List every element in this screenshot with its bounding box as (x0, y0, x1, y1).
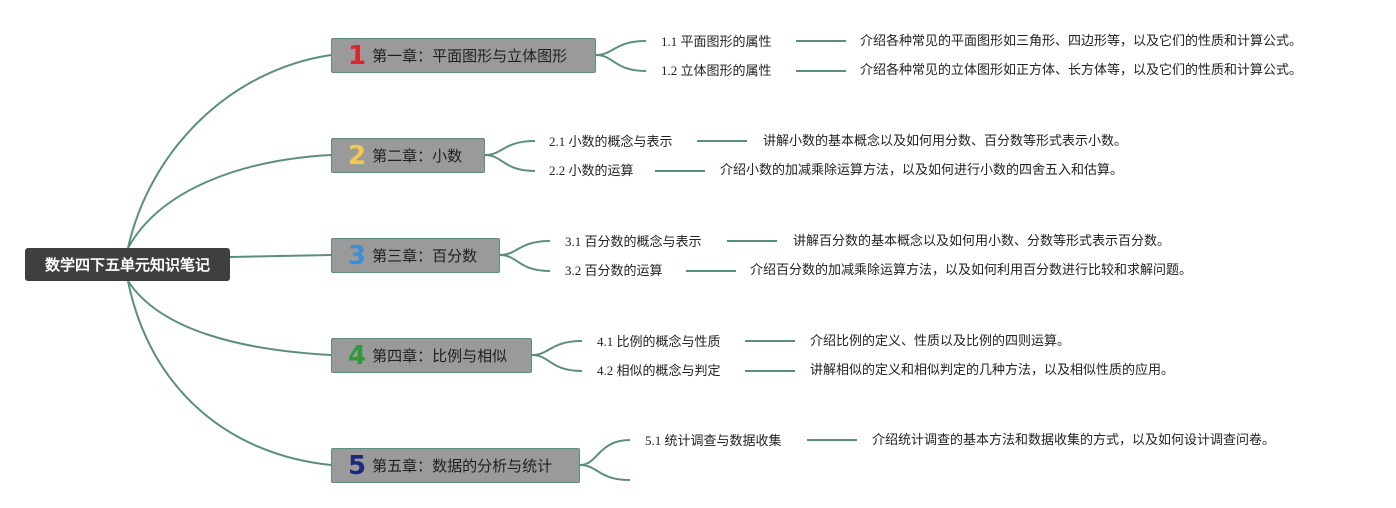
chapter-fan-5-b (579, 464, 631, 481)
chapter-fan-3-a (499, 240, 551, 256)
section-description-1-2[interactable]: 介绍各种常见的立体图形如正方体、长方体等，以及它们的性质和计算公式。 (860, 63, 1303, 78)
chapter-number-1: 1 (348, 40, 367, 71)
chapter-number-3: 3 (348, 240, 367, 271)
chapter-number-4: 4 (348, 340, 367, 371)
section-description-4-2[interactable]: 讲解相似的定义和相似判定的几种方法，以及相似性质的应用。 (810, 363, 1175, 378)
section-description-2-2[interactable]: 介绍小数的加减乘除运算方法，以及如何进行小数的四舍五入和估算。 (720, 163, 1124, 178)
root-node[interactable]: 数学四下五单元知识笔记 (25, 248, 230, 281)
section-connector-2-2 (655, 170, 705, 172)
section-description-1-1[interactable]: 介绍各种常见的平面图形如三角形、四边形等，以及它们的性质和计算公式。 (860, 34, 1303, 49)
section-connector-4-2 (745, 370, 795, 372)
section-label-1-2[interactable]: 1.2 立体图形的属性 (661, 63, 772, 78)
root-connector-5 (127, 280, 332, 466)
root-label: 数学四下五单元知识笔记 (44, 256, 210, 274)
chapter-node-5[interactable]: 5 第五章：数据的分析与统计 (331, 448, 580, 483)
root-connector-1 (127, 54, 332, 249)
chapter-node-3[interactable]: 3 第三章：百分数 (331, 238, 500, 273)
chapter-node-4[interactable]: 4 第四章：比例与相似 (331, 338, 532, 373)
chapter-fan-4-b (531, 354, 583, 372)
root-connector-3 (229, 254, 332, 258)
section-label-3-2[interactable]: 3.2 百分数的运算 (565, 263, 663, 278)
section-label-2-1[interactable]: 2.1 小数的概念与表示 (549, 134, 673, 149)
chapter-node-2[interactable]: 2 第二章：小数 (331, 138, 485, 173)
section-description-5-1[interactable]: 介绍统计调查的基本方法和数据收集的方式，以及如何设计调查问卷。 (872, 433, 1276, 448)
section-connector-5-1 (807, 439, 857, 441)
section-description-3-2[interactable]: 介绍百分数的加减乘除运算方法，以及如何利用百分数进行比较和求解问题。 (750, 263, 1193, 278)
chapter-fan-1-b (595, 54, 647, 72)
chapter-fan-3-b (499, 254, 551, 272)
section-label-3-1[interactable]: 3.1 百分数的概念与表示 (565, 234, 702, 249)
chapter-label-1: 第一章：平面图形与立体图形 (372, 47, 568, 65)
chapter-fan-1-a (595, 40, 647, 56)
section-connector-3-1 (727, 240, 777, 242)
section-label-4-2[interactable]: 4.2 相似的概念与判定 (597, 363, 721, 378)
section-description-4-1[interactable]: 介绍比例的定义、性质以及比例的四则运算。 (810, 334, 1071, 349)
chapter-fan-5-a (579, 439, 631, 466)
root-connector-2 (127, 154, 332, 249)
section-connector-1-1 (796, 40, 846, 42)
section-connector-4-1 (745, 340, 795, 342)
chapter-fan-2-b (484, 154, 536, 172)
chapter-label-5: 第五章：数据的分析与统计 (372, 457, 553, 475)
section-label-2-2[interactable]: 2.2 小数的运算 (549, 163, 634, 178)
chapter-number-2: 2 (348, 140, 367, 171)
chapter-number-5: 5 (348, 450, 367, 481)
chapter-fan-2-a (484, 140, 536, 156)
chapter-fan-4-a (531, 340, 583, 356)
section-label-1-1[interactable]: 1.1 平面图形的属性 (661, 34, 772, 49)
chapter-node-1[interactable]: 1 第一章：平面图形与立体图形 (331, 38, 596, 73)
section-connector-3-2 (686, 270, 736, 272)
section-connector-1-2 (796, 70, 846, 72)
section-connector-2-1 (697, 140, 747, 142)
chapter-label-2: 第二章：小数 (372, 147, 463, 165)
section-label-5-1[interactable]: 5.1 统计调查与数据收集 (645, 433, 782, 448)
section-description-2-1[interactable]: 讲解小数的基本概念以及如何用分数、百分数等形式表示小数。 (763, 134, 1128, 149)
section-label-4-1[interactable]: 4.1 比例的概念与性质 (597, 334, 721, 349)
chapter-label-3: 第三章：百分数 (372, 247, 478, 265)
section-description-3-1[interactable]: 讲解百分数的基本概念以及如何用小数、分数等形式表示百分数。 (793, 234, 1171, 249)
chapter-label-4: 第四章：比例与相似 (372, 347, 508, 365)
root-connector-4 (127, 280, 332, 356)
